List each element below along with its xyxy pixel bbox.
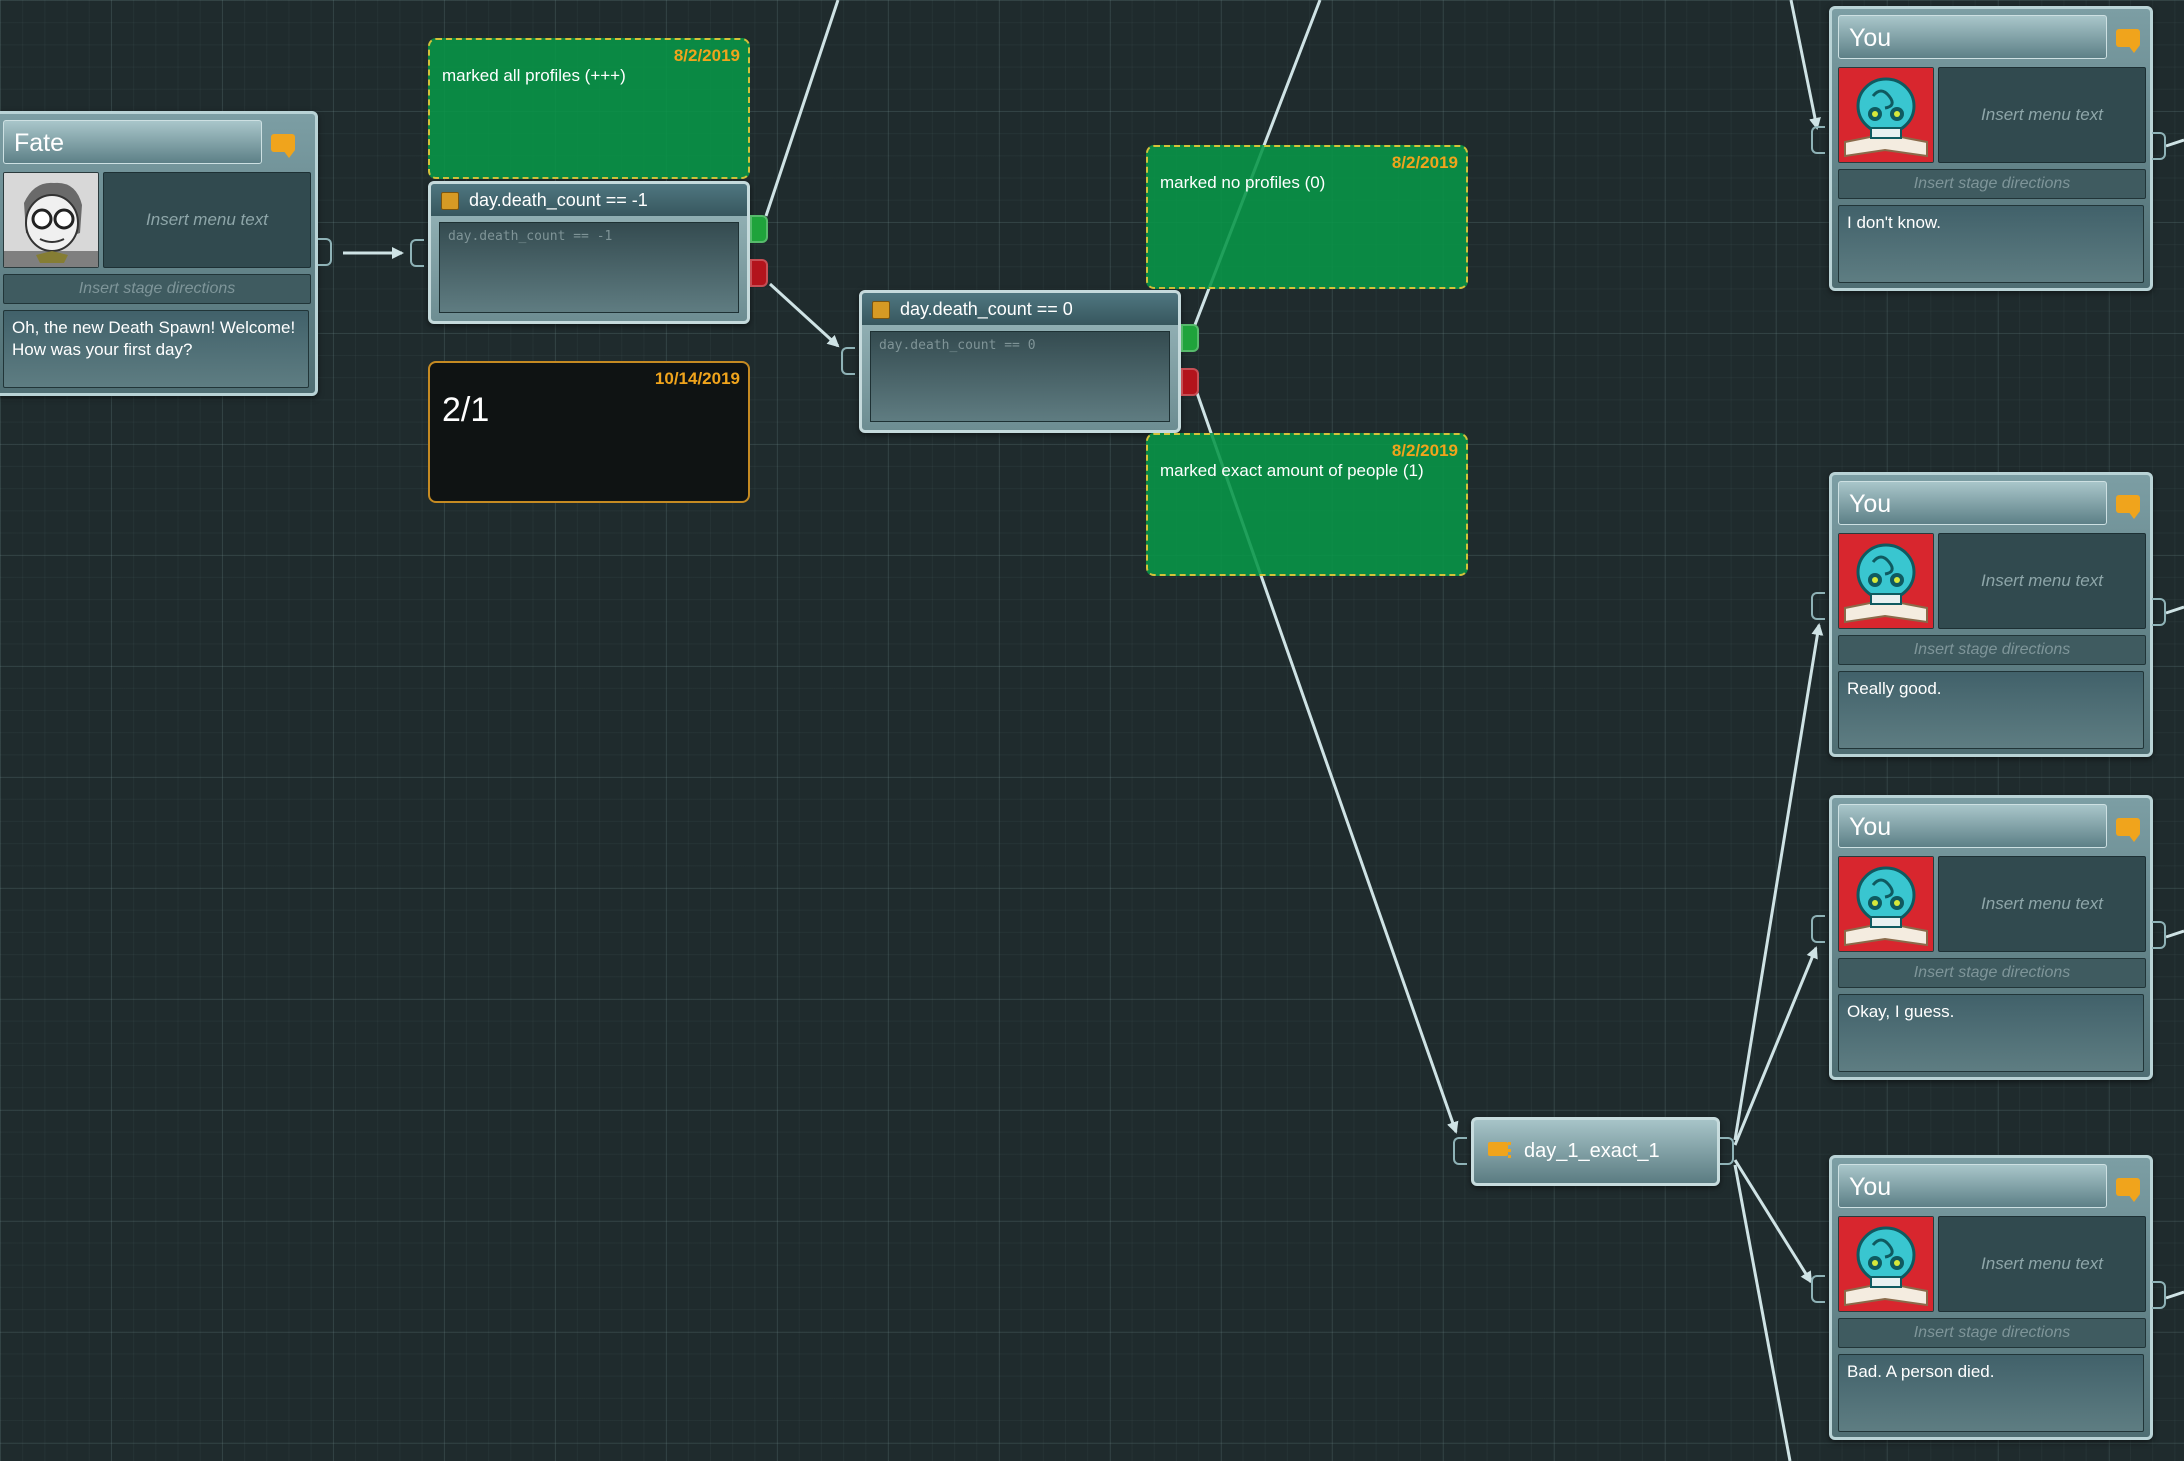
wire-hub-to-you-4 bbox=[1733, 1159, 1813, 1284]
you-stage-directions-field[interactable]: Insert stage directions bbox=[1838, 958, 2146, 988]
condition-1-title: day.death_count == -1 bbox=[431, 184, 747, 216]
hub-input-port[interactable] bbox=[1453, 1137, 1467, 1165]
condition-icon bbox=[872, 301, 890, 319]
you-node-title: You bbox=[1838, 804, 2107, 848]
wire-you-2-out bbox=[2165, 605, 2184, 615]
you-node-title: You bbox=[1838, 481, 2107, 525]
condition-2-title: day.death_count == 0 bbox=[862, 293, 1178, 325]
you-node-output-port[interactable] bbox=[2152, 1281, 2166, 1309]
condition-2-title-text: day.death_count == 0 bbox=[900, 299, 1073, 319]
you-node-output-port[interactable] bbox=[2152, 132, 2166, 160]
you-node-input-port[interactable] bbox=[1811, 126, 1825, 154]
fate-node-title: Fate bbox=[3, 120, 262, 164]
you-dialogue-text[interactable]: I don't know. bbox=[1838, 205, 2144, 283]
hub-output-port[interactable] bbox=[1720, 1137, 1734, 1165]
note-marked-exact-amount[interactable]: 8/2/2019 marked exact amount of people (… bbox=[1146, 433, 1468, 576]
wire-condition-1-true bbox=[764, 0, 840, 217]
hub-label: day_1_exact_1 bbox=[1524, 1140, 1660, 1162]
you-dialogue-text[interactable]: Bad. A person died. bbox=[1838, 1354, 2144, 1432]
wire-hub-down bbox=[1733, 1164, 1792, 1461]
you-node-input-port[interactable] bbox=[1811, 592, 1825, 620]
you-stage-directions-field[interactable]: Insert stage directions bbox=[1838, 635, 2146, 665]
you-node-input-port[interactable] bbox=[1811, 915, 1825, 943]
you-dialogue-node[interactable]: You Insert menu text Insert stage direct… bbox=[1829, 795, 2153, 1080]
fate-output-port[interactable] bbox=[318, 238, 332, 266]
hub-node-day-1-exact-1[interactable]: day_1_exact_1 bbox=[1471, 1117, 1720, 1186]
note-text: 2/1 bbox=[442, 391, 490, 429]
condition-node-death-count-minus-1[interactable]: day.death_count == -1 day.death_count ==… bbox=[428, 181, 750, 324]
condition-2-input-port[interactable] bbox=[841, 347, 855, 375]
speech-bubble-icon bbox=[271, 134, 295, 158]
note-counter[interactable]: 10/14/2019 2/1 bbox=[428, 361, 750, 503]
you-dialogue-node[interactable]: You Insert menu text Insert stage direct… bbox=[1829, 1155, 2153, 1440]
you-menu-text-field[interactable]: Insert menu text bbox=[1938, 533, 2146, 629]
wire-you-1-out bbox=[2165, 138, 2184, 148]
you-dialogue-text[interactable]: Really good. bbox=[1838, 671, 2144, 749]
note-date: 8/2/2019 bbox=[1391, 153, 1458, 172]
you-node-title: You bbox=[1838, 1164, 2107, 1208]
note-marked-all-profiles[interactable]: 8/2/2019 marked all profiles (+++) bbox=[428, 38, 750, 179]
note-text: marked exact amount of people (1) bbox=[1160, 461, 1424, 480]
you-node-output-port[interactable] bbox=[2152, 921, 2166, 949]
speech-bubble-icon bbox=[2116, 495, 2140, 519]
you-dialogue-node[interactable]: You Insert menu text Insert stage direct… bbox=[1829, 6, 2153, 291]
you-menu-text-field[interactable]: Insert menu text bbox=[1938, 67, 2146, 163]
you-node-input-port[interactable] bbox=[1811, 1275, 1825, 1303]
note-text: marked no profiles (0) bbox=[1160, 173, 1326, 192]
condition-2-true-pin[interactable] bbox=[1181, 324, 1199, 352]
you-menu-text-field[interactable]: Insert menu text bbox=[1938, 856, 2146, 952]
fate-dialogue-node[interactable]: Fate Insert menu text Insert stage direc… bbox=[0, 111, 318, 396]
speech-bubble-icon bbox=[2116, 818, 2140, 842]
skull-book-portrait-icon bbox=[1838, 67, 1934, 163]
hub-icon bbox=[1488, 1142, 1508, 1156]
note-date: 8/2/2019 bbox=[1391, 441, 1458, 460]
note-date: 10/14/2019 bbox=[654, 369, 740, 388]
condition-1-true-pin[interactable] bbox=[750, 215, 768, 243]
condition-icon bbox=[441, 192, 459, 210]
you-node-output-port[interactable] bbox=[2152, 598, 2166, 626]
condition-1-input-port[interactable] bbox=[410, 239, 424, 267]
fate-stage-directions-field[interactable]: Insert stage directions bbox=[3, 274, 311, 304]
speech-bubble-icon bbox=[2116, 1178, 2140, 1202]
note-marked-no-profiles[interactable]: 8/2/2019 marked no profiles (0) bbox=[1146, 145, 1468, 289]
note-date: 8/2/2019 bbox=[673, 46, 740, 65]
wire-hub-to-you-3 bbox=[1733, 946, 1818, 1146]
wire-into-you-1 bbox=[1789, 0, 1821, 130]
wire-you-3-out bbox=[2165, 929, 2184, 939]
skull-book-portrait-icon bbox=[1838, 1216, 1934, 1312]
condition-2-false-pin[interactable] bbox=[1181, 368, 1199, 396]
condition-1-false-pin[interactable] bbox=[750, 259, 768, 287]
skull-book-portrait-icon bbox=[1838, 533, 1934, 629]
speech-bubble-icon bbox=[2116, 29, 2140, 53]
wire-hub-to-you-2 bbox=[1733, 623, 1824, 1141]
you-stage-directions-field[interactable]: Insert stage directions bbox=[1838, 169, 2146, 199]
fate-portrait-icon bbox=[3, 172, 99, 268]
note-text: marked all profiles (+++) bbox=[442, 66, 626, 85]
hub-branch-icon bbox=[1508, 1142, 1516, 1158]
condition-2-code-field[interactable]: day.death_count == 0 bbox=[870, 331, 1170, 422]
wire-you-4-out bbox=[2165, 1290, 2184, 1300]
skull-book-portrait-icon bbox=[1838, 856, 1934, 952]
you-stage-directions-field[interactable]: Insert stage directions bbox=[1838, 1318, 2146, 1348]
condition-node-death-count-zero[interactable]: day.death_count == 0 day.death_count == … bbox=[859, 290, 1181, 433]
you-dialogue-text[interactable]: Okay, I guess. bbox=[1838, 994, 2144, 1072]
you-node-title: You bbox=[1838, 15, 2107, 59]
wire-condition-1-false bbox=[768, 282, 840, 348]
you-menu-text-field[interactable]: Insert menu text bbox=[1938, 1216, 2146, 1312]
you-dialogue-node[interactable]: You Insert menu text Insert stage direct… bbox=[1829, 472, 2153, 757]
condition-1-code-field[interactable]: day.death_count == -1 bbox=[439, 222, 739, 313]
condition-1-title-text: day.death_count == -1 bbox=[469, 190, 648, 210]
fate-dialogue-text[interactable]: Oh, the new Death Spawn! Welcome! How wa… bbox=[3, 310, 309, 388]
fate-menu-text-field[interactable]: Insert menu text bbox=[103, 172, 311, 268]
